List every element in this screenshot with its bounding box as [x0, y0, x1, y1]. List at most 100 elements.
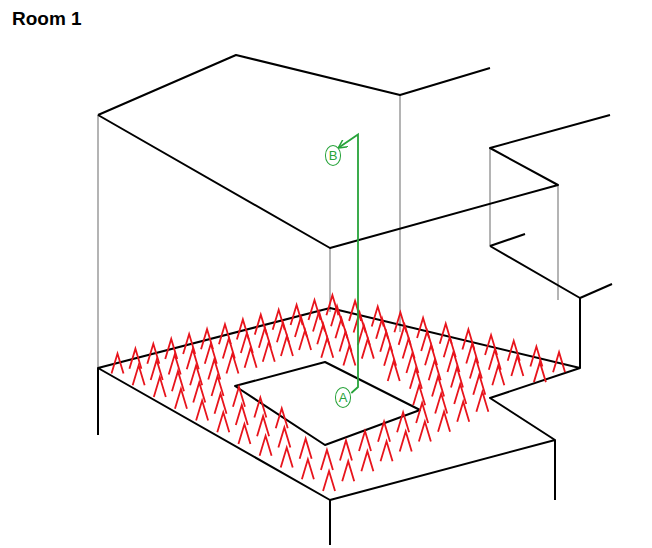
- circled-letter: B: [325, 145, 342, 166]
- spike: [196, 401, 208, 421]
- spike: [419, 422, 431, 442]
- spike: [388, 361, 400, 381]
- vertical-edges: [98, 95, 558, 368]
- spike: [321, 450, 333, 470]
- spike: [394, 312, 406, 332]
- spike: [403, 338, 415, 358]
- spike: [309, 300, 321, 320]
- spike: [112, 354, 124, 374]
- spike: [321, 338, 333, 358]
- floor-edge: [329, 500, 331, 545]
- spike: [201, 329, 213, 349]
- step-edge: [580, 284, 612, 298]
- spike: [361, 451, 373, 471]
- spike: [260, 436, 272, 456]
- ceiling-lines: [98, 55, 612, 368]
- spike: [326, 295, 338, 315]
- spike: [129, 349, 141, 369]
- spike: [489, 350, 501, 370]
- movement-arrow: [339, 135, 358, 394]
- ceiling-back: [98, 55, 490, 115]
- spike: [417, 318, 429, 338]
- spike: [236, 405, 248, 425]
- spike: [281, 448, 293, 468]
- spike: [212, 376, 224, 396]
- floor-outline: [98, 308, 580, 500]
- node-label: A: [339, 391, 348, 404]
- floor-edge: [97, 368, 99, 435]
- spike: [432, 376, 444, 396]
- spike: [133, 365, 145, 385]
- spike: [553, 352, 565, 372]
- spike: [273, 310, 285, 330]
- spike: [384, 346, 396, 366]
- spike: [444, 337, 456, 357]
- spike: [278, 427, 290, 447]
- room-title: Room 1: [12, 8, 82, 30]
- spike: [175, 389, 187, 409]
- spike: [300, 439, 312, 459]
- spike: [187, 349, 199, 369]
- spike: [172, 371, 184, 391]
- spike: [359, 431, 371, 451]
- wall-edge: [489, 148, 491, 246]
- floor-lines: [98, 308, 580, 545]
- spike: [245, 348, 257, 368]
- spike: [215, 394, 227, 414]
- wall-edge: [399, 95, 401, 332]
- spike: [397, 412, 409, 432]
- spike: [416, 403, 428, 423]
- spike: [451, 367, 463, 387]
- spike: [281, 336, 293, 356]
- spike: [302, 459, 314, 479]
- spike: [263, 342, 275, 362]
- spike: [190, 365, 202, 385]
- floor-edge: [554, 440, 556, 500]
- spike: [410, 369, 422, 389]
- spike: [362, 339, 374, 359]
- spike: [413, 385, 425, 405]
- spike: [238, 424, 250, 444]
- spike: [291, 305, 303, 325]
- spike: [440, 324, 452, 344]
- spike: [154, 377, 166, 397]
- spike: [223, 338, 235, 358]
- spike: [372, 307, 384, 327]
- spike: [438, 412, 450, 432]
- spike: [165, 339, 177, 359]
- spike: [457, 402, 469, 422]
- spike: [381, 441, 393, 461]
- spike: [217, 412, 229, 432]
- floor-pit: [235, 362, 420, 445]
- spike: [435, 394, 447, 414]
- spike: [226, 354, 238, 374]
- spike: [151, 360, 163, 380]
- spike: [462, 329, 474, 349]
- spike: [473, 375, 485, 395]
- spike: [485, 335, 497, 355]
- spike: [193, 382, 205, 402]
- spike: [534, 362, 546, 382]
- spike: [233, 387, 245, 407]
- circled-letter: A: [335, 387, 352, 408]
- spike: [530, 347, 542, 367]
- spike: [349, 301, 361, 321]
- wall-edge: [557, 185, 559, 300]
- spike: [219, 324, 231, 344]
- spike: [208, 359, 220, 379]
- spike: [147, 344, 159, 364]
- spike-field: [112, 295, 566, 491]
- spike: [466, 343, 478, 363]
- node-label: B: [329, 149, 338, 162]
- spike: [454, 384, 466, 404]
- step-edge: [490, 234, 525, 246]
- wall-edge: [97, 115, 99, 368]
- spike: [429, 360, 441, 380]
- spike: [378, 422, 390, 442]
- spike: [447, 352, 459, 372]
- spike: [508, 341, 520, 361]
- spike: [254, 398, 266, 418]
- spike: [470, 359, 482, 379]
